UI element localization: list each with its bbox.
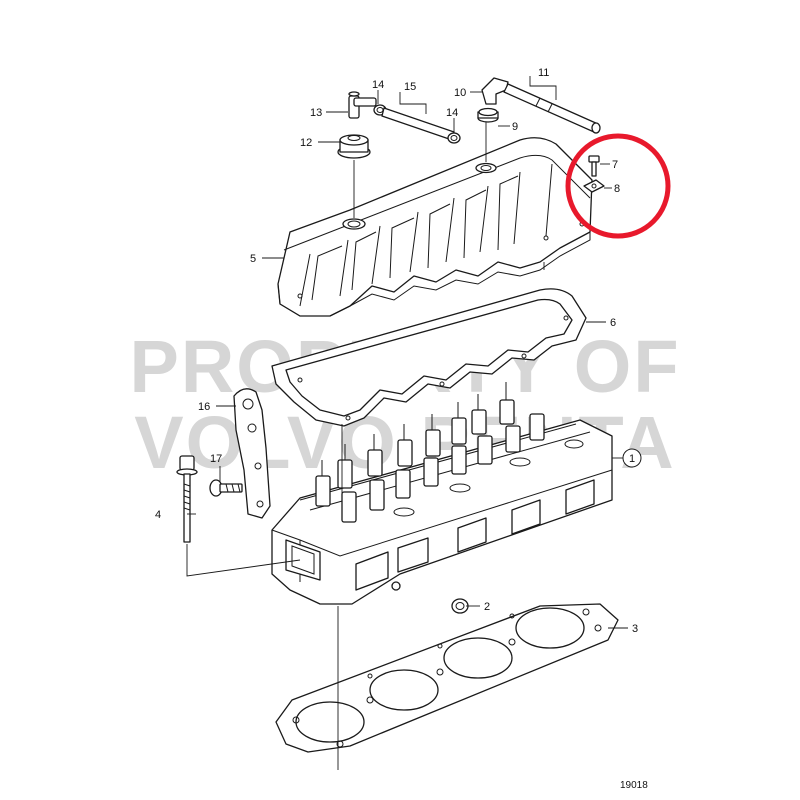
breather-hose [381, 107, 455, 141]
callout-15: 15 [404, 81, 416, 93]
highlight-circle [565, 133, 671, 239]
callout-14-b: 14 [446, 107, 458, 119]
hose-11 [503, 83, 601, 134]
lifting-eye [233, 388, 271, 519]
callout-7: 7 [612, 159, 618, 171]
valve-cover [277, 137, 593, 317]
cylinder-head [271, 382, 613, 605]
callout-13: 13 [310, 107, 322, 119]
breather-nipple [348, 91, 377, 119]
washer-bracket-8 [583, 179, 605, 193]
callout-8: 8 [614, 183, 620, 195]
head-bolt [176, 455, 198, 543]
callout-10: 10 [454, 87, 466, 99]
callout-12: 12 [300, 137, 312, 149]
callout-6: 6 [610, 317, 616, 329]
breather-grommet [337, 134, 371, 159]
head-gasket [275, 603, 619, 753]
seal-ring-2 [451, 598, 469, 614]
svg-text:1: 1 [629, 453, 635, 465]
leader-lines [186, 76, 628, 770]
callout-11: 11 [538, 67, 549, 79]
callout-4: 4 [155, 509, 161, 521]
screw-17 [209, 479, 243, 497]
callout-2: 2 [484, 601, 490, 613]
callout-17: 17 [210, 453, 222, 465]
exhaust-ports [355, 479, 595, 591]
callout-5: 5 [250, 253, 256, 265]
elbow-10 [481, 77, 509, 105]
callout-16: 16 [198, 401, 210, 413]
hose-clamp-14b [447, 132, 461, 144]
callout-labels: 1 2 3 4 5 6 7 8 9 10 11 12 13 14 14 15 1… [155, 67, 642, 635]
screw-7 [588, 155, 600, 177]
reference-number: 19018 [620, 780, 648, 791]
callout-3: 3 [632, 623, 638, 635]
callout-1: 1 [622, 448, 642, 468]
callout-14-a: 14 [372, 79, 384, 91]
valve-cover-gasket [271, 288, 587, 427]
valve-springs [315, 382, 545, 523]
grommet-9 [477, 107, 499, 123]
callout-9: 9 [512, 121, 518, 133]
